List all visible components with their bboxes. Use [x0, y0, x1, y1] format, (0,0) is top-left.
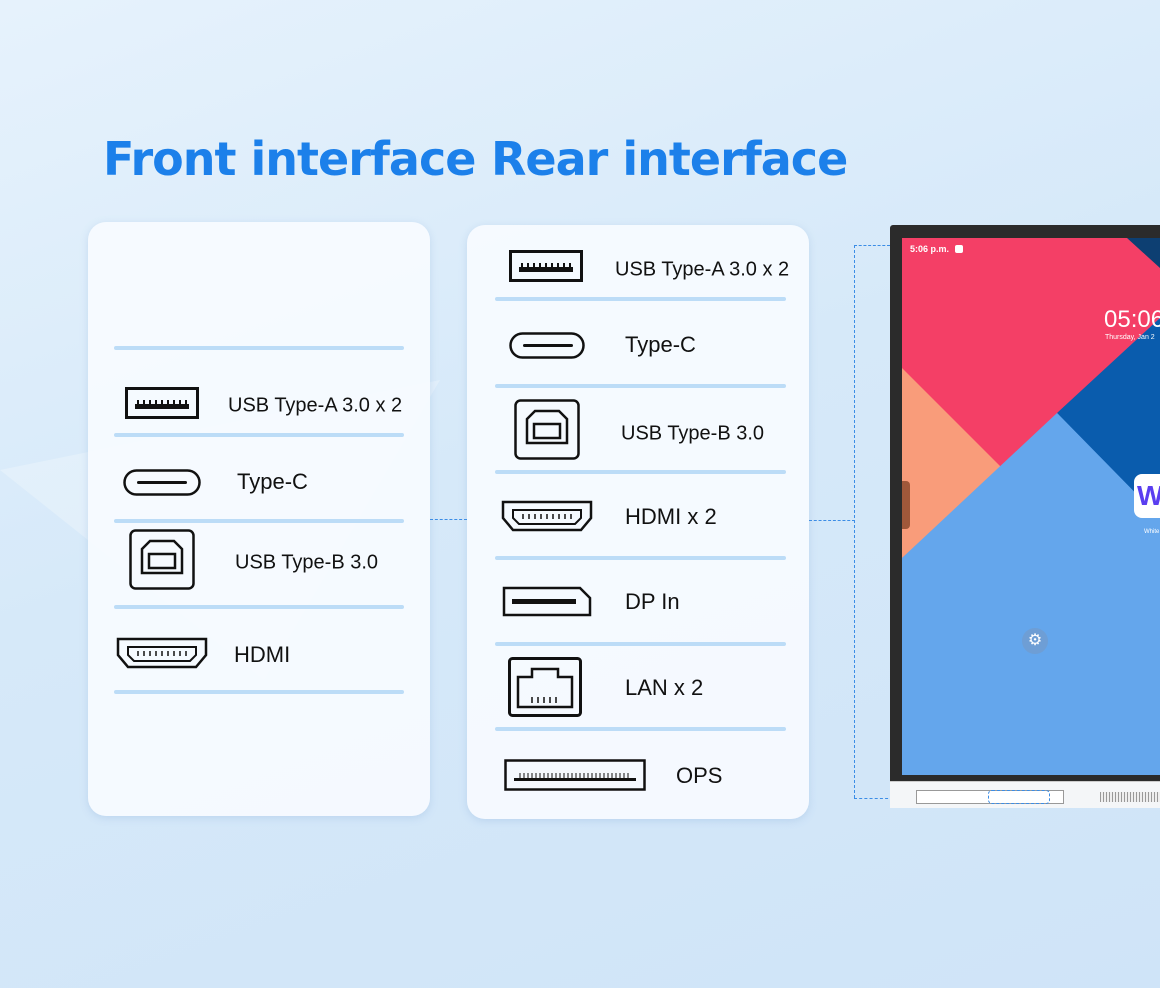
port-label: USB Type-B 3.0 — [235, 551, 379, 574]
port-label: USB Type-A 3.0 x 2 — [615, 258, 790, 281]
port-label: HDMI x 2 — [625, 504, 717, 529]
divider — [495, 384, 786, 388]
divider — [495, 470, 786, 474]
port-label: LAN x 2 — [625, 675, 704, 700]
rear-interface-card — [467, 225, 809, 819]
status-time: 5:06 p.m. — [910, 244, 950, 254]
front-interface-title: Front interface — [103, 132, 476, 186]
divider — [114, 433, 404, 437]
hdmi-icon — [501, 500, 593, 532]
usb-type-b-icon — [514, 399, 580, 460]
port-label: HDMI — [234, 642, 291, 667]
divider — [114, 519, 404, 523]
speaker-grille — [1100, 792, 1160, 802]
divider — [114, 690, 404, 694]
wallpaper — [902, 238, 1160, 775]
connector-line — [430, 519, 467, 520]
port-label: OPS — [676, 763, 723, 788]
usb-type-a-icon — [509, 250, 583, 282]
divider — [114, 346, 404, 350]
usb-type-b-icon — [129, 529, 195, 590]
divider — [495, 642, 786, 646]
port-label: Type-C — [625, 332, 696, 357]
divider — [495, 556, 786, 560]
rear-interface-title: Rear interface — [491, 132, 848, 186]
date: Thursday, Jan 2 — [1105, 334, 1155, 341]
display-front-panel — [890, 781, 1160, 808]
port-label: Type-C — [237, 469, 308, 494]
displayport-icon — [502, 586, 592, 617]
port-label: DP In — [625, 589, 680, 614]
divider — [114, 605, 404, 609]
clock: 05:06 — [1104, 306, 1160, 333]
status-icon — [955, 245, 963, 253]
lan-icon — [508, 657, 582, 717]
app-label: White — [1144, 529, 1160, 535]
whiteboard-app-icon[interactable]: W — [1134, 474, 1160, 518]
divider — [495, 727, 786, 731]
divider — [495, 297, 786, 301]
connector-line — [854, 245, 855, 798]
front-port-highlight — [988, 790, 1050, 804]
side-toolbar-handle[interactable] — [902, 481, 910, 529]
display-screen: 5:06 p.m. 05:06 Thursday, Jan 2 W White … — [902, 238, 1160, 775]
settings-gear-icon[interactable]: ⚙ — [1022, 628, 1048, 654]
port-label: USB Type-B 3.0 — [621, 422, 765, 445]
usb-type-a-icon — [125, 387, 199, 419]
hdmi-icon — [116, 637, 208, 669]
connector-line — [854, 798, 914, 799]
connector-line — [854, 245, 890, 246]
port-label: USB Type-A 3.0 x 2 — [228, 394, 403, 417]
usb-type-c-icon — [123, 469, 201, 496]
usb-type-c-icon — [509, 332, 585, 359]
ops-slot-icon — [504, 759, 646, 791]
connector-line — [809, 520, 855, 521]
